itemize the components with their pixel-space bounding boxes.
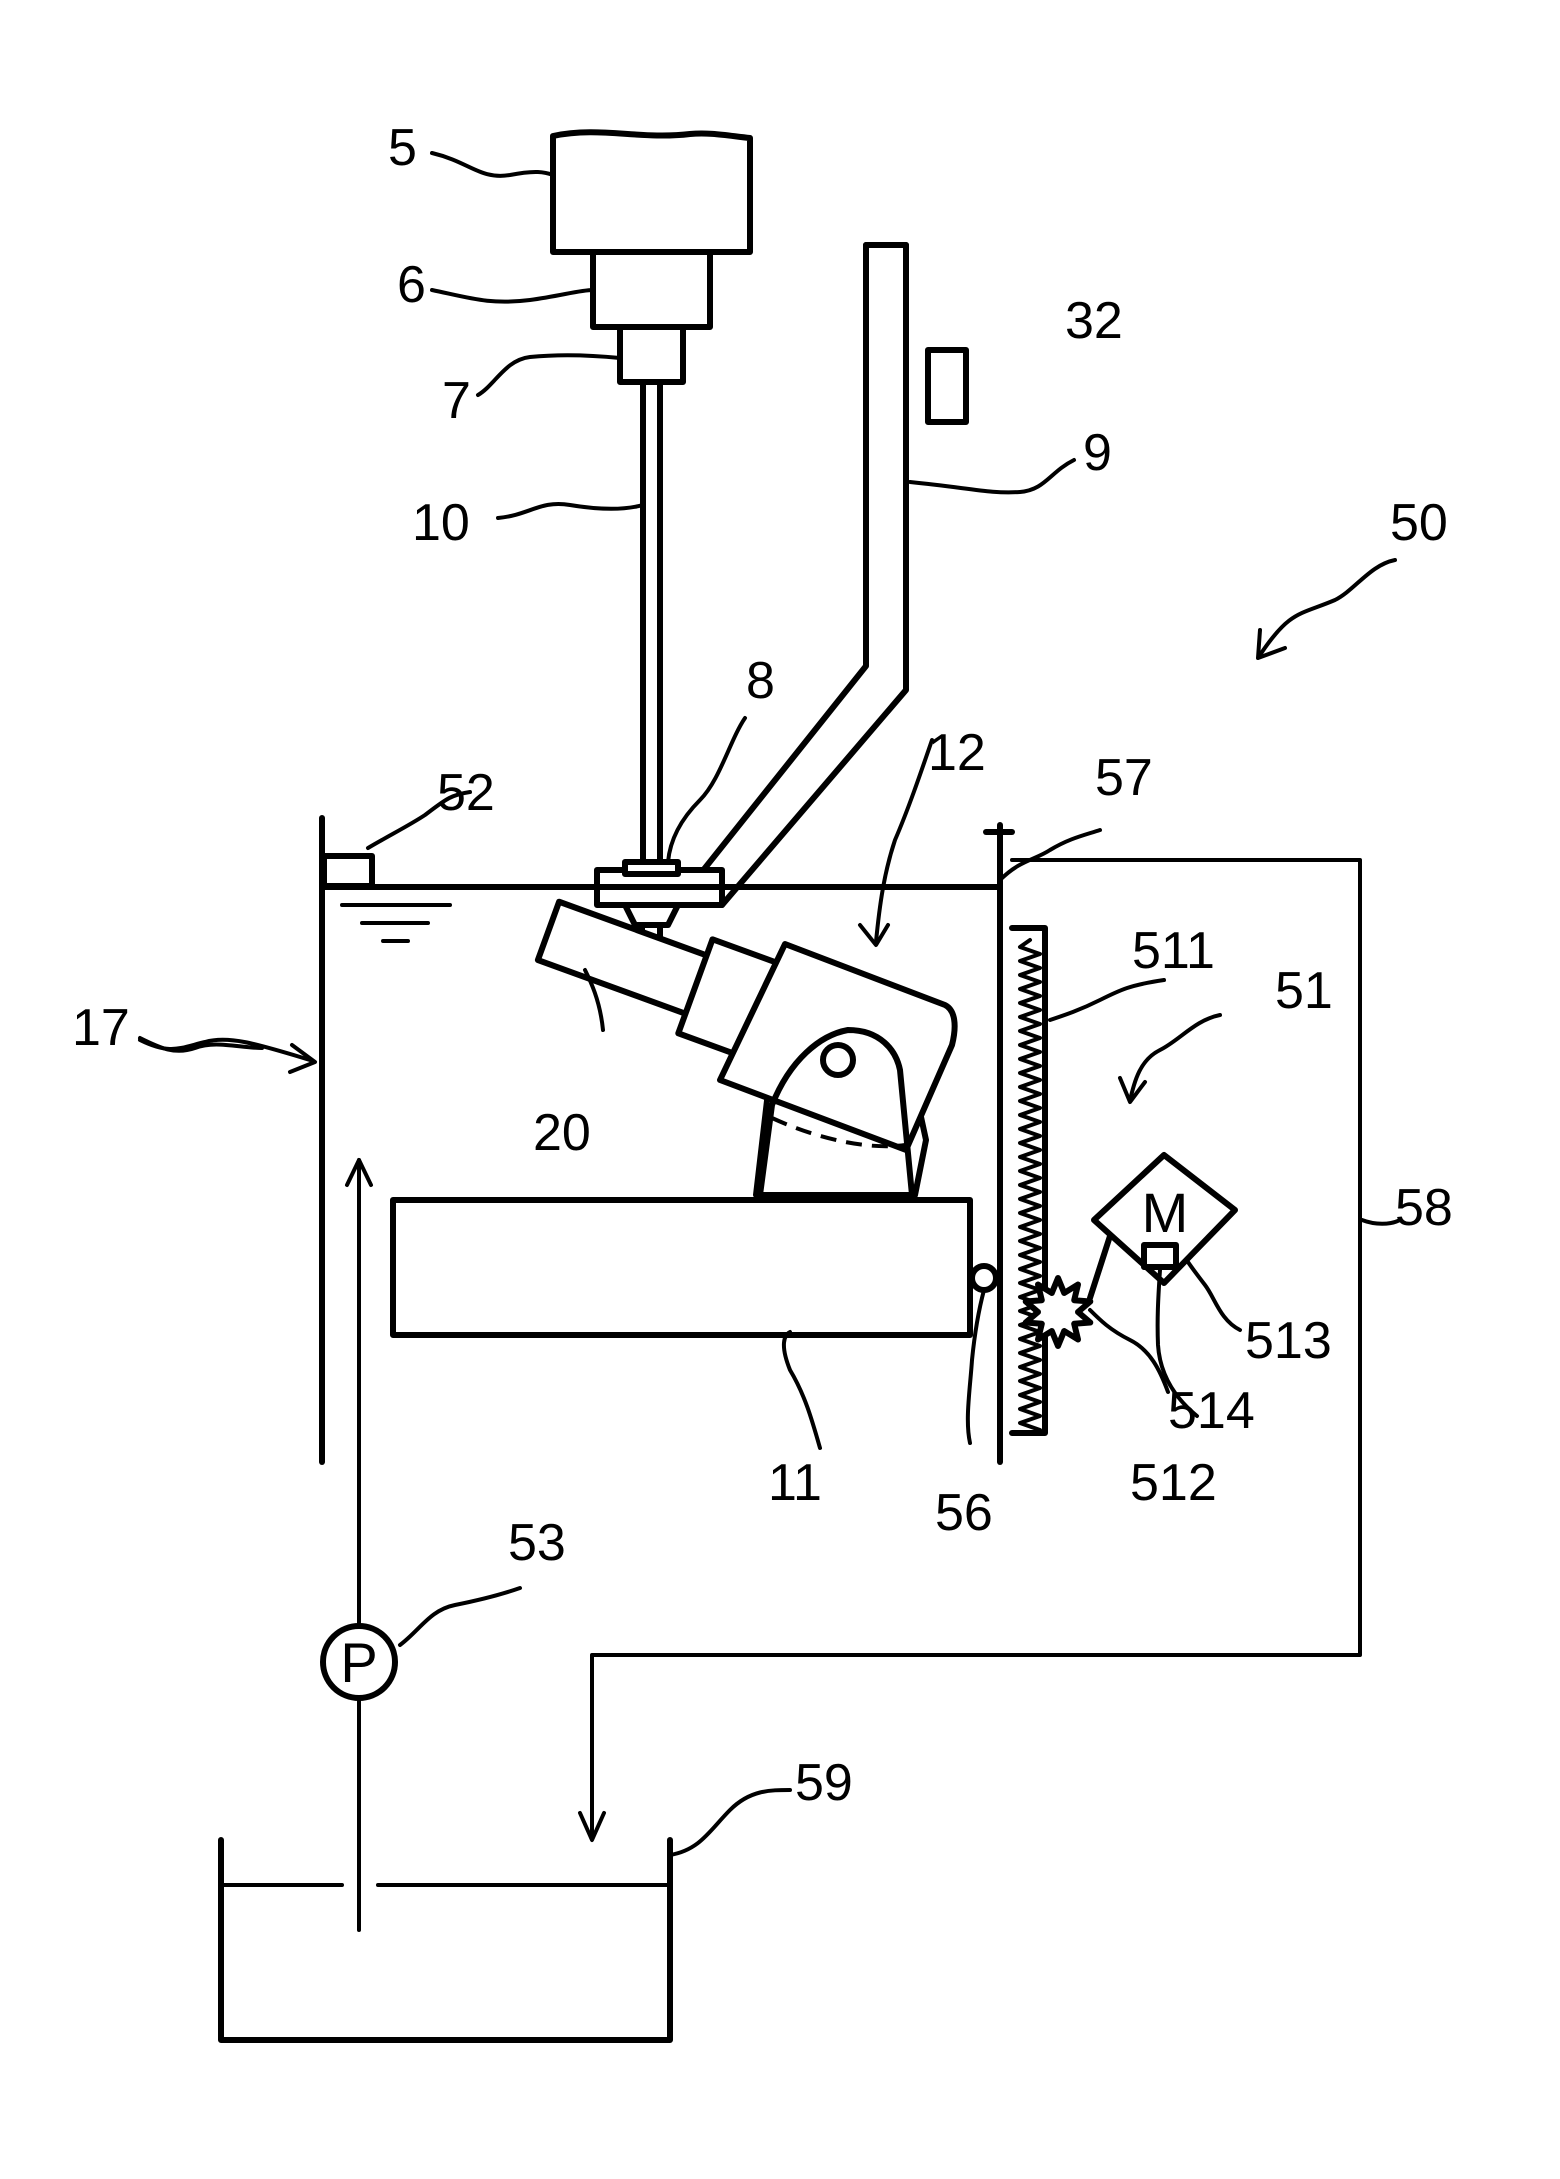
arrow-50 — [1258, 560, 1395, 658]
label-7: 7 — [442, 372, 471, 430]
label-51: 51 — [1275, 962, 1333, 1020]
motor-513: M — [1090, 1155, 1235, 1298]
spindle-collar-6 — [593, 252, 710, 327]
label-32: 32 — [1065, 292, 1123, 350]
arrow-51 — [1120, 1015, 1220, 1102]
label-513: 513 — [1245, 1312, 1332, 1370]
label-57: 57 — [1095, 749, 1153, 807]
label-8: 8 — [746, 652, 775, 710]
chuck-7 — [620, 327, 683, 382]
encoder-514 — [1144, 1245, 1176, 1267]
label-10: 10 — [412, 494, 470, 552]
table-11 — [393, 1200, 970, 1335]
label-11: 11 — [768, 1454, 822, 1512]
label-20: 20 — [533, 1104, 591, 1162]
label-50: 50 — [1390, 494, 1448, 552]
supply-line — [347, 1160, 371, 1930]
liquid-level-symbol — [342, 905, 450, 941]
sensor-32 — [928, 350, 966, 422]
reservoir-59 — [221, 1840, 670, 2040]
label-52: 52 — [437, 764, 495, 822]
label-511: 511 — [1132, 922, 1215, 980]
pump-53: P — [323, 1626, 395, 1698]
label-5: 5 — [388, 119, 417, 177]
label-512: 512 — [1130, 1454, 1217, 1512]
label-6: 6 — [397, 256, 426, 314]
label-9: 9 — [1083, 424, 1112, 482]
label-12: 12 — [928, 724, 986, 782]
label-53: 53 — [508, 1514, 566, 1572]
tool-shaft-10 — [643, 382, 660, 862]
label-514: 514 — [1168, 1382, 1255, 1440]
spindle-head-5 — [553, 132, 750, 252]
arrow-12 — [860, 740, 932, 945]
rack-511 — [1012, 928, 1045, 1433]
label-56: 56 — [935, 1484, 993, 1542]
robot-12 — [538, 902, 955, 1195]
label-59: 59 — [795, 1754, 853, 1812]
pump-symbol: P — [340, 1631, 377, 1694]
label-58: 58 — [1395, 1179, 1453, 1237]
coolant-nozzle-pipe-9 — [697, 245, 906, 905]
level-sensor-52 — [324, 856, 372, 886]
motor-symbol: M — [1142, 1181, 1189, 1244]
label-17: 17 — [72, 999, 130, 1057]
roller-56 — [972, 1266, 996, 1290]
